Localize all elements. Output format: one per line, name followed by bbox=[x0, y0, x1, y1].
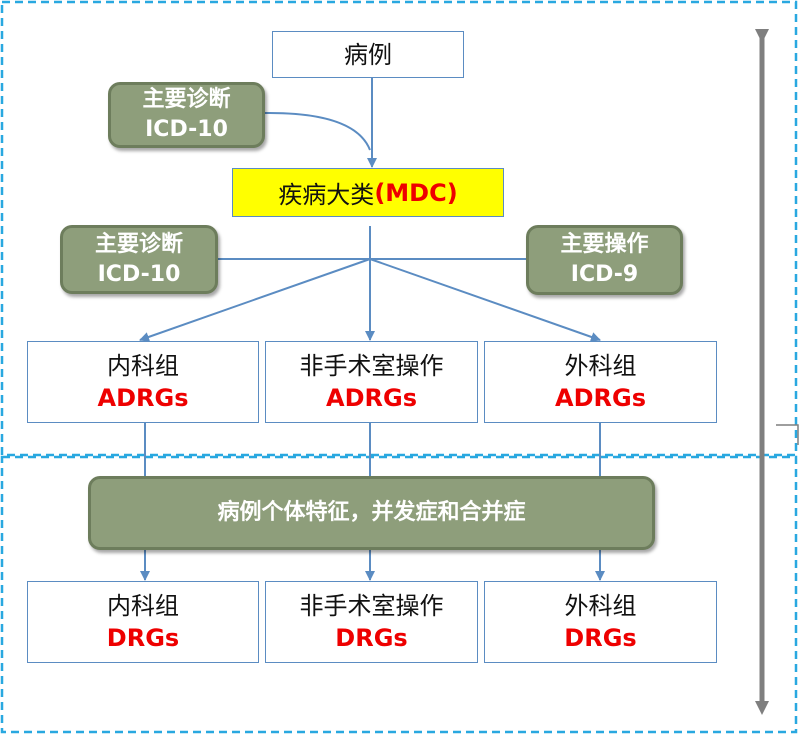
connector-diag-top bbox=[264, 111, 371, 151]
drg-surgical-box: 外科组 DRGs bbox=[484, 581, 717, 663]
drg-medical-name: 内科组 bbox=[107, 592, 179, 620]
principal-diagnosis-top-box: 主要诊断 ICD-10 bbox=[108, 82, 265, 148]
adrg-medical-box: 内科组 ADRGs bbox=[27, 341, 259, 423]
diag-left-line2: ICD-10 bbox=[97, 261, 181, 287]
diag-top-line1: 主要诊断 bbox=[142, 87, 231, 112]
adrg-nonor-name: 非手术室操作 bbox=[299, 352, 444, 380]
adrg-surgical-name: 外科组 bbox=[564, 352, 637, 380]
upper-dashed-region bbox=[0, 0, 798, 457]
proc-line1: 主要操作 bbox=[560, 232, 649, 257]
case-features-box: 病例个体特征，并发症和合并症 bbox=[88, 476, 655, 550]
drg-medical-box: 内科组 DRGs bbox=[27, 581, 259, 663]
adrg-surgical-box: 外科组 ADRGs bbox=[484, 341, 717, 423]
arrow-to-adrg-medical bbox=[139, 258, 371, 342]
mdc-prefix: 疾病大类 bbox=[278, 181, 375, 209]
principal-procedure-box: 主要操作 ICD-9 bbox=[526, 225, 683, 295]
diag-top-line2: ICD-10 bbox=[145, 117, 228, 142]
diag-left-line1: 主要诊断 bbox=[94, 231, 183, 257]
bracket-tick bbox=[776, 424, 799, 445]
mdc-code: (MDC) bbox=[374, 178, 458, 207]
arrow-to-adrg-surgical bbox=[369, 258, 601, 342]
case-box: 病例 bbox=[272, 31, 464, 78]
adrg-medical-code: ADRGs bbox=[97, 384, 189, 412]
case-label: 病例 bbox=[344, 40, 392, 69]
lower-dashed-region bbox=[0, 455, 798, 734]
drg-nonor-name: 非手术室操作 bbox=[299, 592, 444, 620]
drg-nonor-code: DRGs bbox=[335, 624, 408, 652]
drg-nonor-box: 非手术室操作 DRGs bbox=[265, 581, 478, 663]
mdc-box: 疾病大类(MDC) bbox=[232, 168, 504, 217]
drg-medical-code: DRGs bbox=[106, 624, 180, 652]
adrg-nonor-code: ADRGs bbox=[326, 384, 417, 412]
principal-diagnosis-left-box: 主要诊断 ICD-10 bbox=[60, 225, 218, 294]
case-features-label: 病例个体特征，并发症和合并症 bbox=[217, 500, 526, 525]
drg-surgical-name: 外科组 bbox=[564, 592, 637, 620]
adrg-surgical-code: ADRGs bbox=[555, 384, 646, 412]
adrg-medical-name: 内科组 bbox=[107, 352, 179, 380]
adrg-nonor-box: 非手术室操作 ADRGs bbox=[265, 341, 478, 423]
drg-surgical-code: DRGs bbox=[564, 624, 637, 652]
proc-line2: ICD-9 bbox=[570, 262, 639, 287]
